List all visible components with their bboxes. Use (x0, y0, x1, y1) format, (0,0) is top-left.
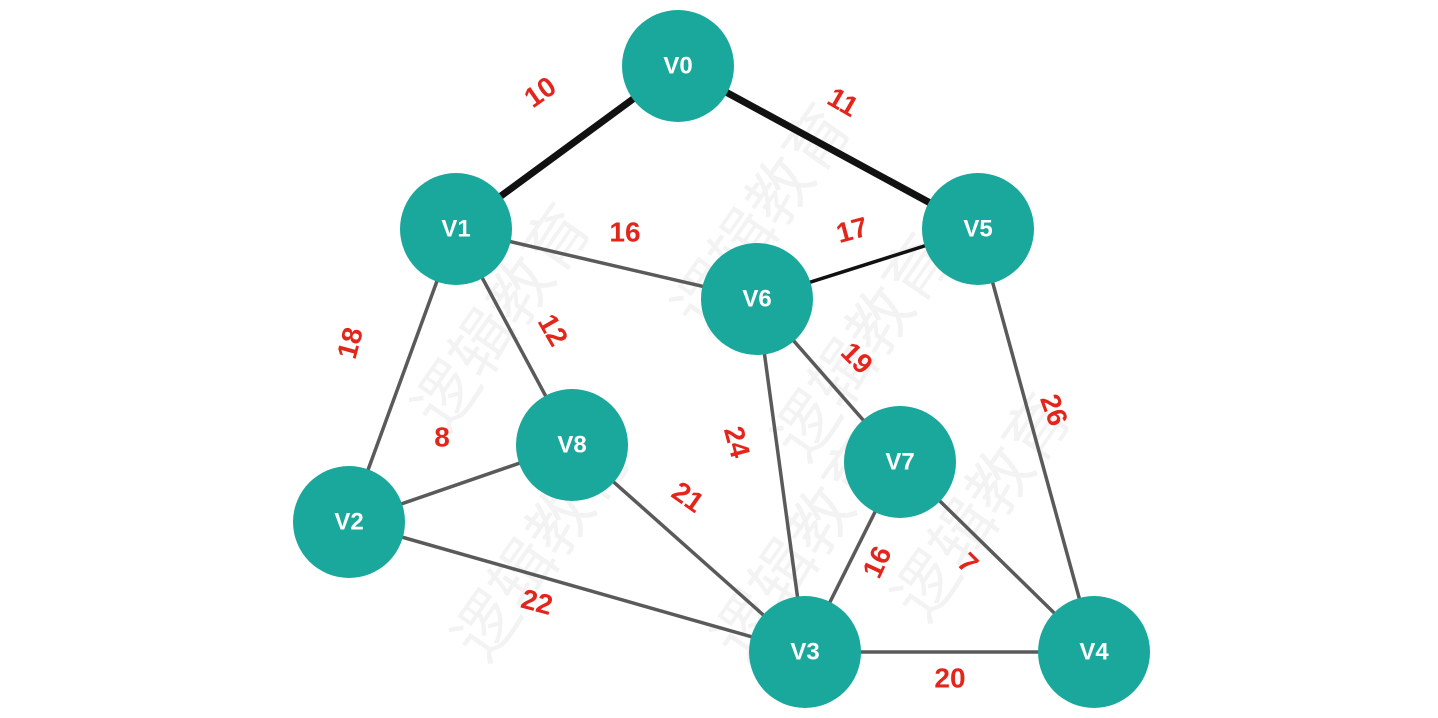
edge-v6-v3 (755, 297, 807, 654)
edge-v2-v3 (347, 520, 807, 654)
node-v2: V2 (293, 466, 405, 578)
weight-v0-v1: 10 (518, 70, 561, 113)
node-v4: V4 (1038, 596, 1150, 708)
weight-v3-v4: 20 (934, 663, 965, 694)
edge-v0-v5 (674, 62, 982, 233)
weight-v6-v5: 17 (833, 211, 871, 249)
node-label: V5 (963, 216, 992, 243)
node-label: V8 (557, 432, 586, 459)
node-label: V2 (334, 509, 363, 536)
node-circle (622, 10, 734, 122)
node-circle (844, 406, 956, 518)
node-v0: V0 (622, 10, 734, 122)
node-circle (749, 596, 861, 708)
node-v5: V5 (922, 173, 1034, 285)
weight-v8-v3: 21 (666, 475, 709, 518)
node-label: V4 (1079, 639, 1109, 666)
node-v1: V1 (400, 173, 512, 285)
node-v7: V7 (844, 406, 956, 518)
node-v6: V6 (701, 243, 813, 355)
node-label: V0 (663, 53, 692, 80)
edge-v5-v4 (976, 227, 1096, 654)
weight-v2-v8: 8 (434, 422, 450, 453)
node-v8: V8 (516, 389, 628, 501)
weight-v1-v6: 16 (609, 217, 640, 248)
node-circle (701, 243, 813, 355)
node-circle (400, 173, 512, 285)
node-circle (1038, 596, 1150, 708)
node-circle (293, 466, 405, 578)
node-label: V3 (790, 639, 819, 666)
node-circle (516, 389, 628, 501)
weight-v6-v3: 24 (718, 423, 756, 462)
node-label: V6 (742, 286, 771, 313)
node-circle (922, 173, 1034, 285)
weight-v1-v2: 18 (331, 324, 369, 362)
node-v3: V3 (749, 596, 861, 708)
node-label: V1 (441, 216, 470, 243)
node-label: V7 (885, 449, 914, 476)
